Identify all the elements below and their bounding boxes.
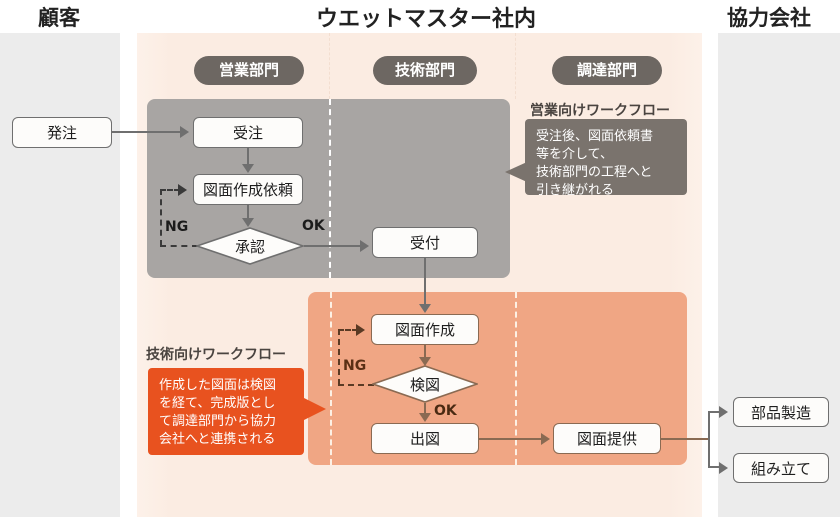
- node-order[interactable]: 発注: [12, 117, 112, 148]
- node-juchu[interactable]: 受注: [193, 117, 303, 148]
- connector-ok-eng-to-shutsuzu: [424, 403, 426, 415]
- node-kumitate[interactable]: 組み立て: [733, 453, 829, 483]
- connector-juchu-to-request: [247, 148, 249, 165]
- lane-partner: [718, 33, 840, 517]
- department-pill-engineering: 技術部門: [373, 56, 477, 85]
- arrowhead-uketsuke-to-zumen-sakusei: [419, 304, 431, 313]
- connector-ng-sales-horizontal-bottom: [160, 245, 198, 247]
- node-shutsuzu[interactable]: 出図: [371, 423, 479, 454]
- arrowhead-zumen-sakusei-to-kenzu: [419, 357, 431, 366]
- connector-ng-sales-vertical: [160, 189, 162, 246]
- connector-ng-eng-horizontal-bottom: [338, 384, 374, 386]
- diamond-shape-kenzu: [370, 365, 480, 403]
- decision-shonin-label: 承認: [234, 237, 265, 256]
- connector-uketsuke-to-zumen-sakusei: [424, 258, 426, 305]
- department-pill-procurement: 調達部門: [552, 56, 662, 85]
- connector-teikyo-branch-vertical: [708, 411, 710, 467]
- lane-divider-bg-2: [515, 33, 516, 99]
- lane-title-customer: 顧客: [38, 6, 80, 30]
- node-zumen-teikyo[interactable]: 図面提供: [553, 423, 661, 454]
- group-divider-sales: [329, 99, 331, 278]
- node-zumen-sakusei[interactable]: 図面作成: [371, 314, 479, 345]
- connector-request-to-shonin: [247, 205, 249, 219]
- connector-order-to-juchu: [112, 131, 180, 133]
- connector-teikyo-to-buhin: [708, 411, 721, 413]
- node-buhin-seizo[interactable]: 部品製造: [733, 397, 829, 427]
- group-divider-eng-2: [515, 292, 517, 465]
- arrowhead-ok-eng-to-shutsuzu: [419, 413, 431, 422]
- connector-ng-eng-vertical: [338, 329, 340, 385]
- node-zumen-request[interactable]: 図面作成依頼: [193, 174, 303, 205]
- diamond-shape-shonin: [194, 227, 306, 265]
- lane-divider-bg-1: [329, 33, 330, 99]
- arrowhead-ng-sales: [178, 184, 187, 196]
- arrowhead-order-to-juchu: [180, 126, 189, 138]
- arrowhead-juchu-to-request: [242, 164, 254, 173]
- decision-kenzu[interactable]: 検図: [370, 365, 480, 403]
- callout-tail-engineering: [304, 398, 326, 420]
- decision-kenzu-label: 検図: [409, 375, 440, 394]
- edge-label-ng-engineering: NG: [343, 358, 367, 374]
- connector-ng-eng-horizontal-top: [338, 329, 358, 331]
- arrowhead-ng-eng: [356, 324, 365, 336]
- connector-teikyo-to-kumitate: [708, 466, 721, 468]
- edge-label-ok-sales: OK: [302, 218, 325, 234]
- connector-zumen-sakusei-to-kenzu: [424, 345, 426, 358]
- arrowhead-teikyo-to-kumitate: [719, 462, 728, 474]
- edge-label-ng-sales: NG: [165, 219, 189, 235]
- connector-ok-sales-to-uketsuke: [304, 245, 360, 247]
- lane-title-company: ウエットマスター社内: [316, 7, 537, 32]
- edge-label-ok-engineering: OK: [434, 403, 457, 419]
- connector-ng-sales-horizontal-top: [160, 189, 180, 191]
- arrowhead-shutsuzu-to-teikyo: [541, 433, 550, 445]
- node-uketsuke[interactable]: 受付: [372, 227, 478, 258]
- group-divider-eng-1: [330, 292, 332, 465]
- arrowhead-request-to-shonin: [242, 218, 254, 227]
- connector-shutsuzu-to-teikyo: [479, 438, 541, 440]
- callout-title-sales: 営業向けワークフロー: [530, 103, 670, 119]
- lane-customer: [0, 33, 120, 517]
- arrowhead-teikyo-to-buhin: [719, 406, 728, 418]
- decision-shonin[interactable]: 承認: [194, 227, 306, 265]
- callout-tail-sales: [505, 162, 527, 182]
- connector-teikyo-trunk: [661, 438, 710, 440]
- lane-title-partner: 協力会社: [727, 6, 811, 30]
- callout-body-engineering: 作成した図面は検図 を経て、完成版とし て調達部門から協力 会社へと連携される: [148, 368, 304, 455]
- department-pill-sales: 営業部門: [194, 56, 304, 85]
- arrowhead-ok-sales-to-uketsuke: [360, 240, 369, 252]
- callout-title-engineering: 技術向けワークフロー: [146, 347, 286, 363]
- callout-body-sales: 受注後、図面依頼書 等を介して、 技術部門の工程へと 引き継がれる: [525, 119, 687, 198]
